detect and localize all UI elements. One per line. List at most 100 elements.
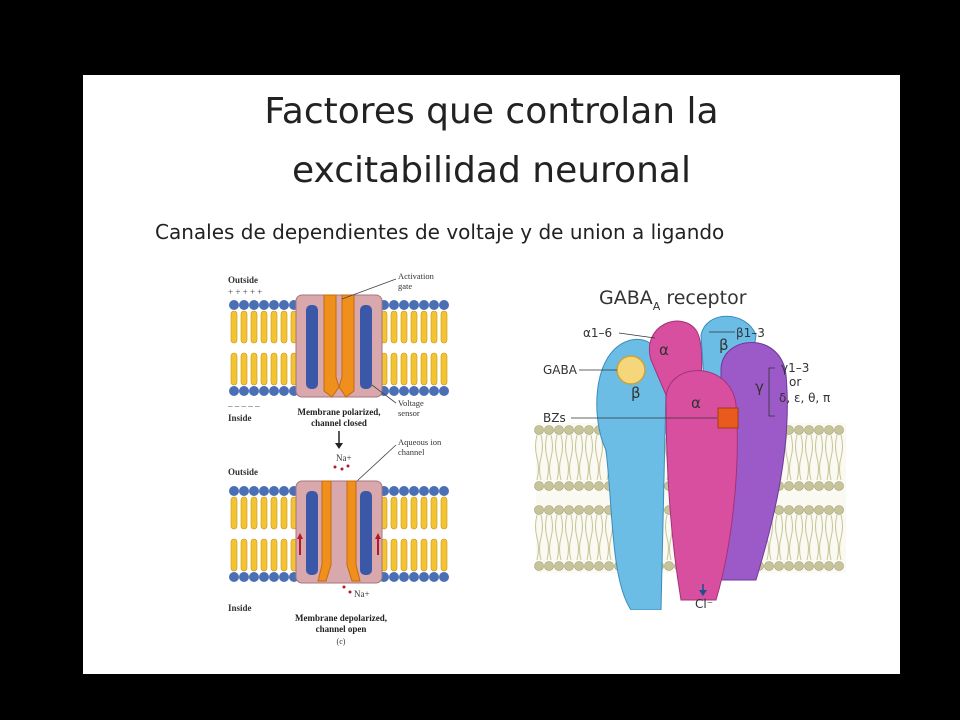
lipid-tail — [819, 434, 823, 481]
membrane-bead — [584, 481, 594, 491]
lipid-tail — [589, 514, 593, 561]
sodium-label-top: Na+ — [336, 453, 352, 463]
beta-back-symbol: β — [719, 336, 729, 354]
membrane-bead — [564, 505, 574, 515]
membrane-bead — [544, 481, 554, 491]
lipid-tail — [809, 434, 813, 481]
lipid-tail — [545, 434, 549, 481]
lipid-tail — [549, 434, 553, 481]
membrane-bead — [814, 481, 824, 491]
bzs-label: BZs — [543, 411, 566, 425]
gate-subunit-right-open — [346, 480, 361, 582]
lipid-tail — [795, 514, 799, 561]
membrane-bead — [664, 561, 674, 571]
activation-gate-label-1: Activation — [398, 271, 435, 281]
slide: Factores que controlan la excitabilidad … — [83, 75, 900, 674]
closed-caption-2: channel closed — [311, 418, 367, 428]
panel-label: (c) — [337, 637, 346, 646]
membrane-bead — [794, 505, 804, 515]
membrane-bead — [534, 561, 544, 571]
membrane-bead — [814, 561, 824, 571]
membrane-bead — [574, 561, 584, 571]
membrane-bead — [554, 425, 564, 435]
membrane-bead — [794, 481, 804, 491]
gaba-label: GABA — [543, 363, 578, 377]
membrane-bead — [804, 505, 814, 515]
voltage-sensor-label-2: sensor — [398, 408, 420, 418]
beta-range-label: β1–3 — [736, 326, 765, 340]
membrane-bead — [564, 481, 574, 491]
lipid-tail — [569, 514, 573, 561]
chloride-label: Cl⁻ — [695, 597, 713, 610]
membrane-bead — [824, 505, 834, 515]
lipid-tail — [815, 434, 819, 481]
lipid-tail — [829, 434, 833, 481]
activation-gate-label-2: gate — [398, 281, 412, 291]
voltage-gated-channel-figure: Outside + + + + + – – – – – Inside Activ… — [227, 271, 450, 646]
inside-label: Inside — [228, 413, 252, 423]
membrane-bead — [824, 561, 834, 571]
benzodiazepine-site-icon — [717, 407, 739, 429]
membrane-bead — [584, 561, 594, 571]
lipid-tail — [805, 514, 809, 561]
membrane-bead — [574, 425, 584, 435]
lipid-tail — [535, 514, 539, 561]
membrane-bead — [764, 561, 774, 571]
membrane-bead — [824, 481, 834, 491]
or-label: or — [789, 375, 801, 389]
membrane-bead — [584, 505, 594, 515]
membrane-bead — [534, 505, 544, 515]
membrane-lipids-right — [378, 299, 450, 397]
membrane-bead — [594, 481, 604, 491]
alpha-back-symbol: α — [659, 341, 669, 359]
membrane-bead — [794, 425, 804, 435]
lipid-tail — [799, 514, 803, 561]
membrane-lipids-right-open — [378, 485, 450, 583]
voltage-sensor-label-1: Voltage — [398, 398, 424, 408]
gaba-figure-title: GABAA receptor — [599, 287, 747, 313]
lipid-tail — [575, 434, 579, 481]
membrane-bead — [574, 481, 584, 491]
lipid-tail — [555, 434, 559, 481]
lipid-tail — [815, 514, 819, 561]
lipid-tail — [665, 514, 669, 561]
gate-subunit-left-open — [317, 480, 332, 582]
lipid-tail — [835, 434, 839, 481]
lipid-tail — [829, 514, 833, 561]
membrane-bead — [834, 561, 844, 571]
membrane-bead — [784, 561, 794, 571]
lipid-tail — [805, 434, 809, 481]
lipid-tail — [565, 514, 569, 561]
lipid-tail — [795, 434, 799, 481]
lipid-tail — [535, 434, 539, 481]
beta-front-symbol: β — [631, 384, 641, 402]
membrane-bead — [774, 505, 784, 515]
membrane-bead — [554, 505, 564, 515]
membrane-bead — [554, 481, 564, 491]
lipid-tail — [799, 434, 803, 481]
lipid-tail — [585, 434, 589, 481]
lipid-tail — [539, 434, 543, 481]
voltage-sensor-right-open — [360, 491, 372, 575]
lipid-tail — [789, 514, 793, 561]
alpha-range-label: α1–6 — [583, 326, 612, 340]
membrane-bead — [574, 505, 584, 515]
membrane-bead — [834, 505, 844, 515]
membrane-bead — [784, 505, 794, 515]
gamma-subunit — [720, 342, 788, 581]
slide-subtitle: Canales de dependientes de voltaje y de … — [155, 220, 725, 244]
outside-label: Outside — [228, 275, 258, 285]
membrane-bead — [534, 425, 544, 435]
outside-label-open: Outside — [228, 467, 258, 477]
inside-label-open: Inside — [228, 603, 252, 613]
gamma-range-label: γ1–3 — [781, 361, 809, 375]
lipid-tail — [839, 434, 843, 481]
open-caption-1: Membrane depolarized, — [295, 613, 387, 623]
membrane-bead — [584, 425, 594, 435]
lipid-tail — [605, 514, 609, 561]
membrane-bead — [834, 481, 844, 491]
alternative-subunits-label: δ, ε, θ, π — [779, 391, 830, 405]
lipid-tail — [839, 514, 843, 561]
sodium-label-bottom: Na+ — [354, 589, 370, 599]
lipid-tail — [789, 434, 793, 481]
